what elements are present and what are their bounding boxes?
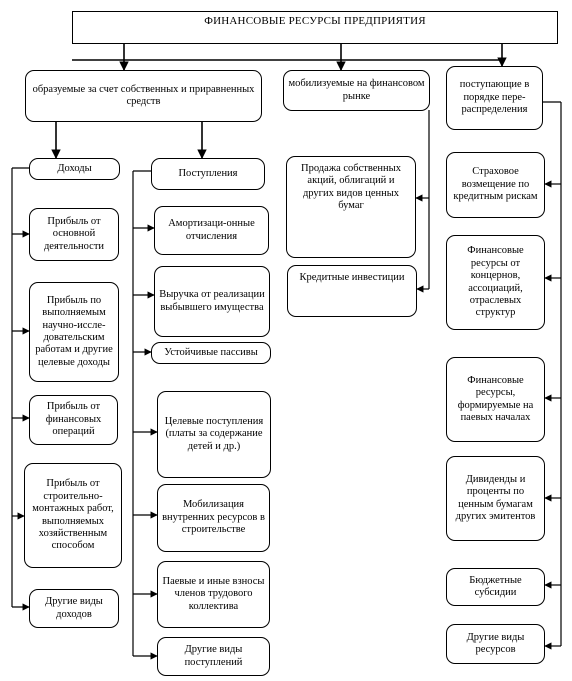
receipt-item-targeted: Целевые поступления (платы за содержание… [157, 391, 271, 478]
market-item-securities-sale: Продажа собственных акций, облигаций и д… [286, 156, 416, 258]
income-item-main-activity: Прибыль от основной деятельности [29, 208, 119, 261]
redistribution-item-insurance: Страховое возмещение по кредитным рискам [446, 152, 545, 218]
diagram-title: ФИНАНСОВЫЕ РЕСУРСЫ ПРЕДПРИЯТИЯ [72, 11, 558, 44]
receipt-item-amortization: Амортизаци-онные отчисления [154, 206, 269, 255]
redistribution-item-dividends: Дивиденды и проценты по ценным бумагам д… [446, 456, 545, 541]
income-item-financial-operations: Прибыль от финансовых операций [29, 395, 118, 445]
receipt-item-member-contributions: Паевые и иные взносы членов трудового ко… [157, 561, 270, 628]
group-redistribution: поступающие в порядке пере-распределения [446, 66, 543, 130]
redistribution-item-concerns: Финансовые ресурсы от концернов, ассоциа… [446, 235, 545, 330]
redistribution-item-shared: Финансовые ресурсы, формируемые на паевы… [446, 357, 545, 442]
redistribution-item-subsidies: Бюджетные субсидии [446, 568, 545, 606]
receipt-item-stable-liabilities: Устойчивые пассивы [151, 342, 271, 364]
receipt-item-construction-resources: Мобилизация внутренних ресурсов в строит… [157, 484, 270, 552]
income-item-research: Прибыль по выполняемым научно-иссле-дова… [29, 282, 119, 382]
incomes-header: Доходы [29, 158, 120, 180]
income-item-other: Другие виды доходов [29, 589, 119, 628]
redistribution-item-other: Другие виды ресурсов [446, 624, 545, 664]
group-financial-market: мобилизуемые на финансовом рынке [283, 70, 430, 111]
receipts-header: Поступления [151, 158, 265, 190]
income-item-construction: Прибыль от строительно-монтажных работ, … [24, 463, 122, 568]
receipt-item-other: Другие виды поступлений [157, 637, 270, 676]
group-own-funds: образуемые за счет собственных и приравн… [25, 70, 262, 122]
market-item-credit-investments: Кредитные инвестиции [287, 265, 417, 317]
receipt-item-asset-sales: Выручка от реализации выбывшего имуществ… [154, 266, 270, 337]
